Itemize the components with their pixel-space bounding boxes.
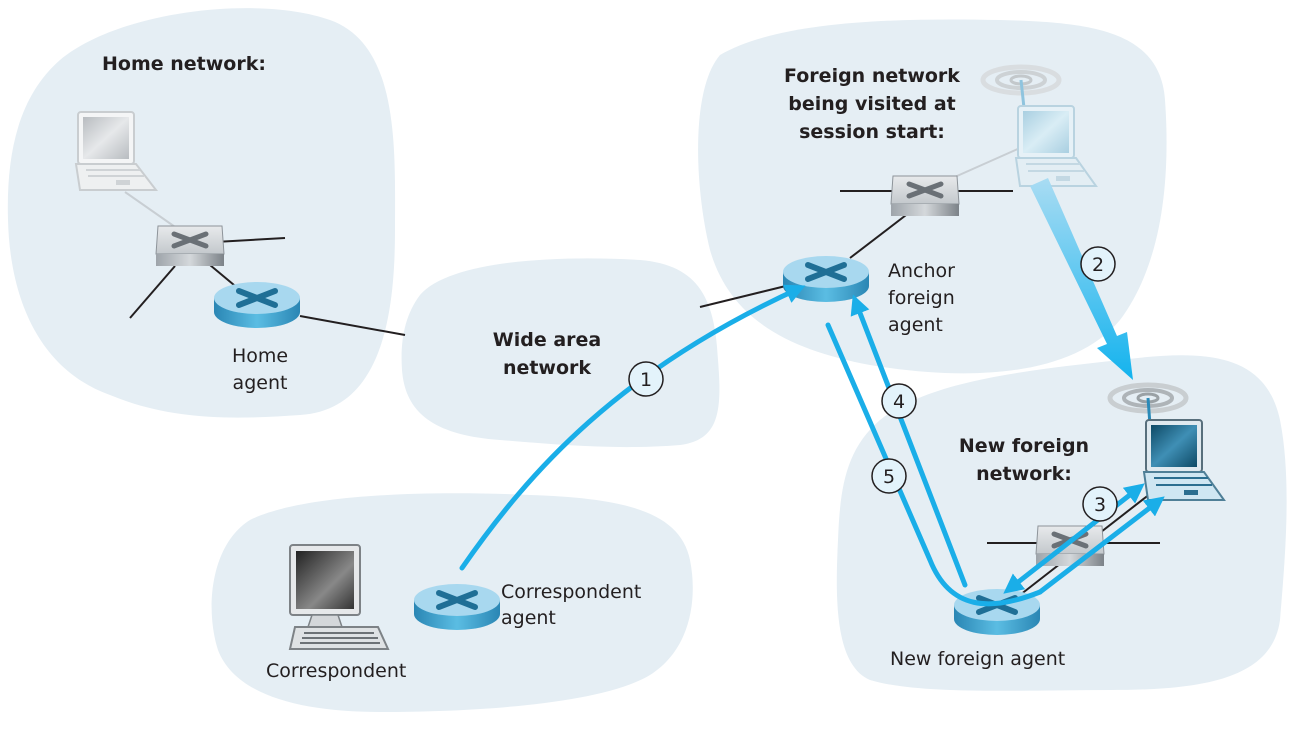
link-foreign-switch-laptop <box>947 147 1021 181</box>
foreign-network-start-title: Foreign network being visited at session… <box>784 65 960 143</box>
svg-text:5: 5 <box>883 466 895 488</box>
svg-text:being visited at: being visited at <box>788 93 956 115</box>
step-5-badge: 5 <box>871 458 907 494</box>
step-4-badge: 4 <box>881 383 917 419</box>
anchor-foreign-agent-label: Anchor foreign agent <box>888 260 955 336</box>
link-wan-anchor <box>699 282 799 308</box>
flow-arrow-3 <box>1003 483 1145 594</box>
foreign-switch-icon <box>891 176 959 216</box>
home-switch-icon <box>156 226 224 266</box>
link-home-switch-stub <box>214 237 286 243</box>
flow-arrow-1 <box>459 284 806 571</box>
new-foreign-network-title: New foreign network: <box>959 435 1089 485</box>
correspondent-agent-label: Correspondent agent <box>501 581 641 629</box>
svg-text:3: 3 <box>1094 494 1106 516</box>
step-2-badge: 2 <box>1080 246 1116 282</box>
home-laptop-icon <box>74 111 159 191</box>
mobile-laptop-icon <box>1142 419 1226 501</box>
correspondent-computer-icon <box>288 544 390 650</box>
svg-text:Foreign network: Foreign network <box>784 65 960 87</box>
svg-text:2: 2 <box>1092 254 1104 276</box>
correspondent-label: Correspondent <box>266 660 406 682</box>
svg-text:Anchor: Anchor <box>888 260 955 282</box>
svg-text:agent: agent <box>888 314 943 336</box>
svg-text:network:: network: <box>976 463 1072 485</box>
svg-text:4: 4 <box>893 391 905 413</box>
step-1-badge: 1 <box>628 361 664 397</box>
step-3-badge: 3 <box>1082 486 1118 522</box>
home-network-title: Home network: <box>102 53 266 75</box>
home-agent-label: Home agent <box>232 345 288 394</box>
flow-arrow-5 <box>825 322 1043 607</box>
svg-text:agent: agent <box>501 607 556 629</box>
link-foreign-switch-router <box>849 211 911 259</box>
svg-text:agent: agent <box>233 372 288 394</box>
svg-text:session start:: session start: <box>799 121 945 143</box>
correspondent-agent-router-icon <box>414 584 500 630</box>
svg-text:Home: Home <box>232 345 288 367</box>
antenna-start <box>1019 79 1026 109</box>
link-home-agent-wan <box>299 315 406 336</box>
laptop-at-start-icon <box>1014 105 1098 187</box>
svg-text:foreign: foreign <box>888 287 955 309</box>
link-home-switch-stub-2 <box>129 265 176 319</box>
new-foreign-agent-label: New foreign agent <box>890 648 1065 670</box>
wide-area-network-cloud <box>401 258 720 448</box>
home-agent-router-icon <box>214 282 300 328</box>
anchor-foreign-agent-router-icon <box>783 256 869 302</box>
svg-text:New foreign: New foreign <box>959 435 1089 457</box>
flow-arrow-4 <box>850 294 968 588</box>
svg-text:Correspondent: Correspondent <box>501 581 641 603</box>
svg-text:Wide area: Wide area <box>493 329 601 351</box>
svg-text:network: network <box>503 357 591 379</box>
svg-text:1: 1 <box>640 369 652 391</box>
wan-title: Wide area network <box>493 329 601 379</box>
flow-arrow-2 <box>1030 178 1133 380</box>
